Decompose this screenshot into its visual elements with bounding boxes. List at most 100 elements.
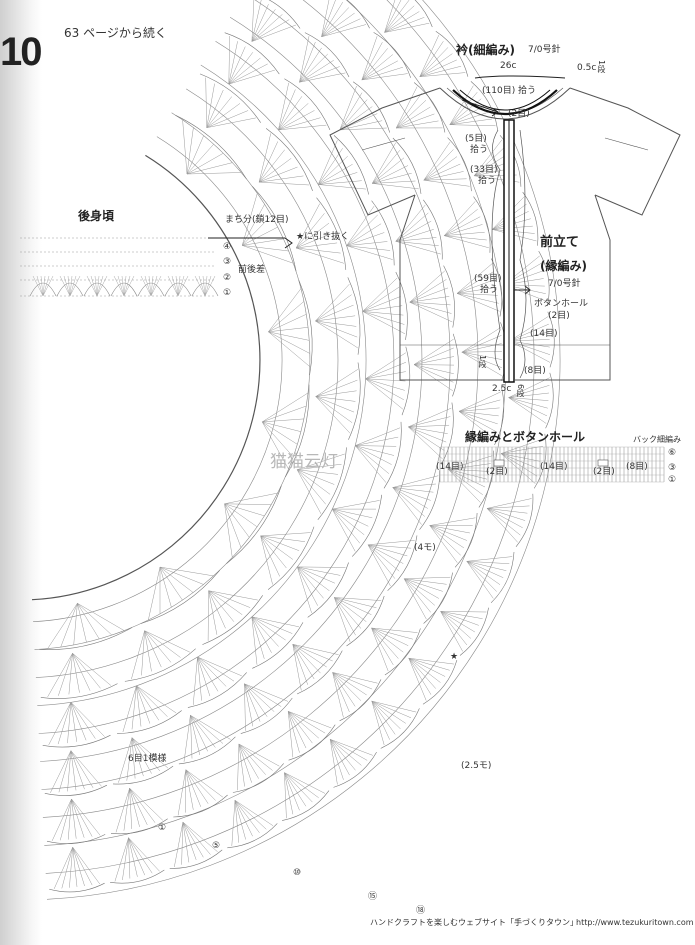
- shell-scallop: [40, 683, 118, 699]
- shell-stitch: [242, 245, 289, 252]
- shell-stitch: [186, 162, 233, 175]
- shell-stitch: [123, 788, 130, 831]
- shell-stitch: [444, 216, 481, 236]
- shell-scallop: [414, 0, 433, 28]
- shell-stitch: [413, 364, 454, 383]
- shell-stitch: [72, 653, 101, 689]
- shell-scallop: [232, 763, 284, 793]
- shell-stitch: [466, 561, 504, 578]
- edging-row-1: ①: [668, 475, 677, 485]
- shell-stitch: [299, 66, 340, 83]
- shell-stitch: [423, 141, 451, 181]
- shell-stitch: [190, 715, 231, 740]
- shell-stitch: [292, 644, 321, 674]
- shell-stitch: [251, 4, 269, 42]
- shell-stitch: [486, 508, 521, 536]
- shell-stitch: [47, 603, 78, 649]
- shell-scallop: [443, 265, 455, 328]
- bottom-row-5: ⑤: [212, 841, 221, 851]
- shell-stitch: [228, 46, 246, 85]
- shell-stitch: [262, 421, 298, 445]
- shell-stitch: [315, 320, 357, 327]
- shell-scallop: [373, 32, 411, 78]
- yoke-stitch: [167, 275, 179, 297]
- yoke-stitch: [42, 275, 54, 297]
- yoke-stitch: [198, 275, 206, 297]
- shell-stitch: [419, 65, 462, 77]
- shell-scallop: [383, 421, 402, 489]
- shell-stitch: [456, 263, 493, 294]
- shell-stitch: [244, 683, 268, 717]
- shell-stitch: [315, 396, 356, 402]
- yoke-stitch: [150, 275, 154, 297]
- shell-stitch: [362, 311, 405, 325]
- shell-stitch: [128, 837, 146, 876]
- repeat-note: 6目1模様: [128, 754, 167, 764]
- shell-stitch: [208, 590, 251, 608]
- shell-stitch: [258, 158, 292, 183]
- shell-stitch: [365, 378, 404, 410]
- shell-stitch: [185, 769, 209, 804]
- shell-stitch: [384, 22, 430, 33]
- shell-stitch: [396, 113, 435, 129]
- shell-stitch: [408, 416, 451, 428]
- shell-stitch: [392, 483, 436, 488]
- shell-stitch: [395, 204, 426, 242]
- shell-stitch: [296, 232, 334, 249]
- shell-stitch: [372, 150, 401, 184]
- shell-stitch: [238, 743, 273, 771]
- shell-stitch: [458, 407, 500, 412]
- shell-stitch: [449, 92, 478, 125]
- shell-stitch: [228, 63, 268, 85]
- shell-stitch: [295, 222, 330, 249]
- shell-stitch: [182, 822, 190, 863]
- shell-stitch: [456, 293, 500, 312]
- shell-stitch: [346, 214, 378, 246]
- shell-stitch: [278, 124, 327, 131]
- shell-scallop: [494, 386, 505, 446]
- gusset-label: まち分(鎖12目): [225, 215, 289, 225]
- shell-stitch: [332, 672, 350, 712]
- shell-stitch: [186, 152, 224, 175]
- shell-stitch: [404, 578, 443, 592]
- shell-stitch: [206, 96, 232, 128]
- shell-stitch: [404, 576, 451, 579]
- shell-stitch: [440, 611, 479, 626]
- shell-stitch: [461, 351, 502, 353]
- shell-scallop: [533, 433, 547, 489]
- shell-stitch: [367, 540, 415, 546]
- join-note: ★に引き抜く: [296, 232, 350, 242]
- shell-stitch: [332, 508, 360, 544]
- shell-stitch: [466, 561, 507, 571]
- shell-stitch: [208, 590, 243, 615]
- shell-stitch: [367, 544, 396, 579]
- yoke-stitch: [94, 275, 98, 297]
- shell-stitch: [361, 66, 403, 81]
- shell-stitch: [53, 847, 73, 890]
- shell-stitch: [224, 503, 233, 558]
- shell-stitch: [185, 769, 194, 810]
- shell-scallop: [395, 271, 408, 340]
- shell-stitch: [297, 566, 312, 613]
- shell-scallop: [110, 818, 168, 835]
- shell-stitch: [392, 487, 434, 493]
- shell-scallop: [422, 660, 458, 705]
- yoke-stitch: [171, 275, 179, 297]
- shell-stitch: [238, 743, 245, 787]
- shell-stitch: [318, 184, 367, 190]
- shell-stitch: [295, 203, 320, 249]
- shell-stitch: [197, 656, 227, 687]
- shell-stitch: [346, 241, 388, 246]
- shell-stitch: [197, 656, 211, 697]
- shell-stitch: [47, 653, 73, 698]
- shell-stitch: [365, 378, 405, 401]
- shell-stitch: [362, 305, 403, 312]
- shell-stitch: [292, 644, 327, 668]
- yoke-stitch: [204, 275, 212, 297]
- yoke-stitch: [96, 275, 108, 297]
- yoke-stitch: [175, 275, 179, 297]
- shell-stitch: [365, 371, 406, 380]
- yoke-stitch: [96, 275, 104, 297]
- shell-stitch: [365, 352, 407, 380]
- shell-stitch: [208, 590, 218, 635]
